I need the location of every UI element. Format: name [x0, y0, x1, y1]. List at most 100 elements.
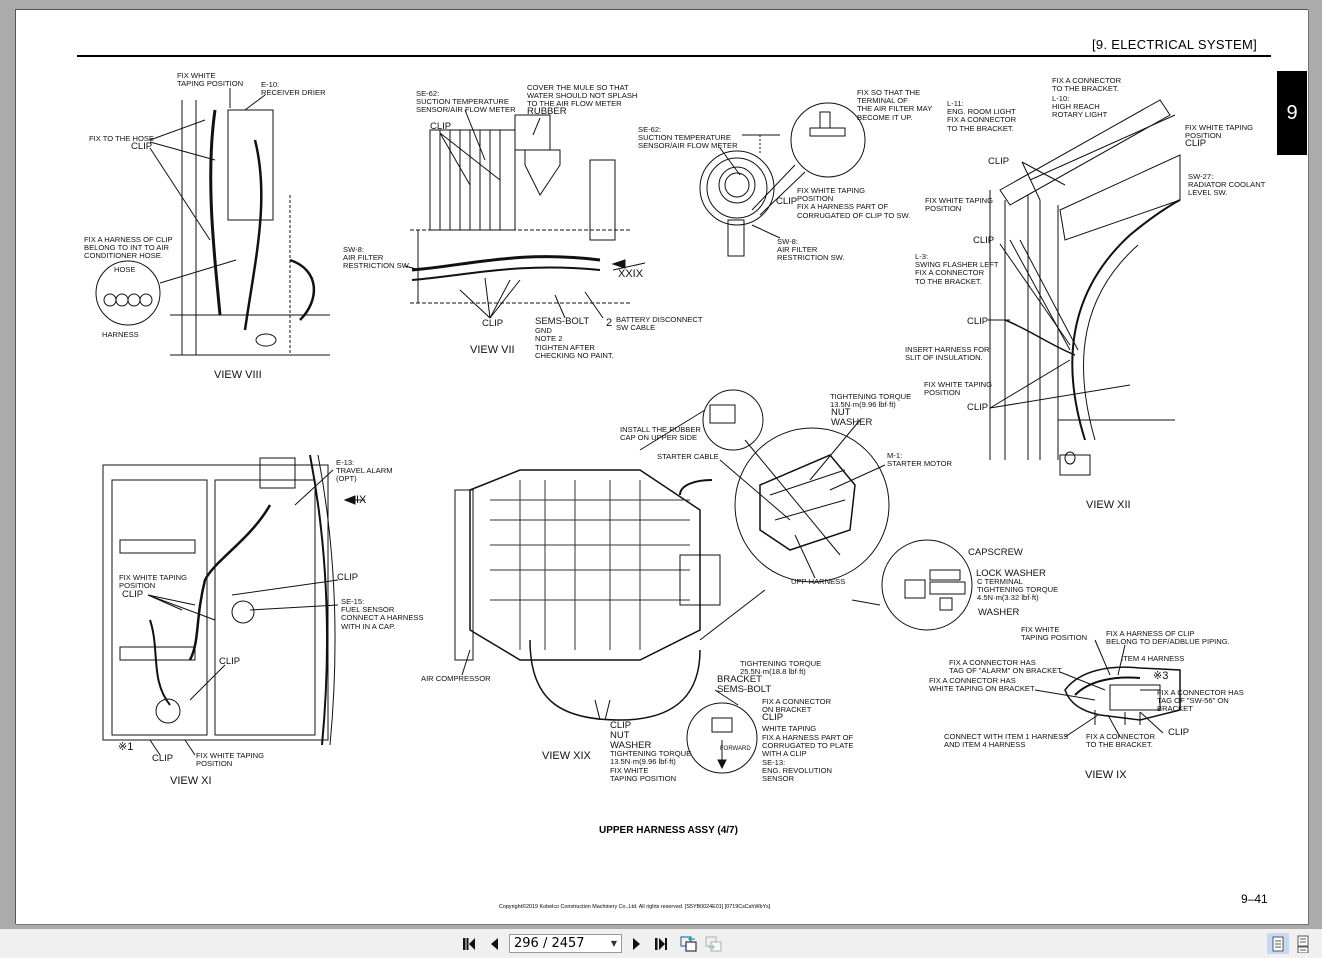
label-torque-bottom: TIGHTENING TORQUE 13.5N·m(9.96 lbf·ft) — [610, 749, 692, 767]
label-fix-white-taping-ix: FIX WHITE TAPING POSITION — [1021, 625, 1088, 643]
label-clip: CLIP — [131, 141, 153, 152]
label-clip-nut-washer: CLIP NUT WASHER — [610, 720, 652, 751]
chapter-tab: 9 — [1277, 71, 1307, 155]
label-clip-mid-xi: CLIP — [219, 656, 241, 667]
label-sems-bolt: SEMS-BOLT — [535, 316, 590, 327]
label-tighten-after: TIGHTEN AFTER CHECKING NO PAINT. — [535, 343, 614, 361]
label-fix-connector-bracket-ix: FIX A CONNECTOR TO THE BRACKET. — [1086, 732, 1156, 750]
view-xi-title: VIEW XI — [170, 775, 212, 787]
page-dropdown-icon[interactable]: ▼ — [610, 939, 617, 948]
last-page-icon — [655, 938, 667, 950]
label-air-compressor: AIR COMPRESSOR — [421, 674, 491, 683]
label-c-terminal: C TERMINAL TIGHTENING TORQUE 4.5N·m(3.32… — [977, 577, 1059, 603]
label-l10: L-10: HIGH REACH ROTARY LIGHT — [1052, 94, 1108, 120]
page-number-field[interactable]: 296 / 2457 ▼ — [509, 934, 622, 953]
view-viii-title: VIEW VIII — [214, 369, 262, 381]
label-washer: WASHER — [978, 607, 1020, 618]
view-xix-title: VIEW XIX — [542, 750, 591, 762]
label-torque-top: TIGHTENING TORQUE 13.5N·m(9.96 lbf·ft) — [830, 392, 912, 410]
label-clip-top: CLIP — [430, 121, 452, 132]
first-page-button[interactable] — [459, 933, 479, 955]
label-note-1: ※1 — [118, 741, 134, 753]
previous-view-button[interactable] — [679, 933, 699, 955]
label-sw56-tag: FIX A CONNECTOR HAS TAG OF "SW-56" ON BR… — [1157, 688, 1244, 714]
label-clip-3: CLIP — [967, 316, 989, 327]
next-page-button[interactable] — [627, 933, 647, 955]
label-upp-harness: UPP HARNESS — [791, 577, 846, 586]
label-clip-4: CLIP — [967, 402, 989, 413]
label-l3: L-3: SWING FLASHER LEFT FIX A CONNECTOR … — [915, 252, 999, 286]
continuous-mode-button[interactable] — [1292, 933, 1314, 954]
next-page-icon — [633, 938, 640, 950]
label-forward: FORWARD — [720, 746, 751, 752]
label-hose: HOSE — [114, 265, 136, 274]
label-clip-right-xi: CLIP — [337, 572, 359, 583]
section-header: [9. ELECTRICAL SYSTEM] — [1092, 37, 1258, 52]
label-note-3: ※3 — [1153, 670, 1169, 682]
label-capscrew: CAPSCREW — [968, 547, 1023, 558]
next-view-button[interactable] — [704, 933, 724, 955]
label-e10-receiver-drier: E-10: RECEIVER DRIER — [261, 80, 326, 98]
label-xxix: XXIX — [618, 268, 644, 280]
label-fix-to-hose: FIX TO THE HOSE — [89, 134, 154, 143]
label-fix-white-taping: FIX WHITE TAPING POSITION — [177, 71, 244, 89]
label-ix-arrow: IX — [356, 494, 367, 506]
label-se15: SE-15: FUEL SENSOR CONNECT A HARNESS WIT… — [341, 597, 424, 631]
label-fix-connector-bracket: FIX A CONNECTOR ON BRACKET — [762, 697, 832, 715]
label-starter-cable: STARTER CABLE — [657, 452, 719, 461]
label-clip-bottom-xi: CLIP — [152, 753, 174, 764]
label-torque-bracket: TIGHTENING TORQUE 25.5N·m(18.8 lbf·ft) — [740, 659, 822, 677]
label-install-rubber-cap: INSTALL THE RUBBER CAP ON UPPER SIDE — [620, 425, 701, 443]
previous-view-icon — [680, 936, 697, 952]
label-l11: L-11: ENG. ROOM LIGHT FIX A CONNECTOR TO… — [947, 99, 1017, 133]
header-rule — [77, 55, 1271, 57]
viewer-toolbar: 296 / 2457 ▼ — [0, 929, 1322, 958]
label-alarm-tag: FIX A CONNECTOR HAS TAG OF "ALARM" ON BR… — [949, 658, 1062, 676]
label-fix-white-taping-right: FIX WHITE TAPING POSITION — [1185, 123, 1254, 141]
previous-page-button[interactable] — [484, 933, 504, 955]
label-nut-washer-top: NUT WASHER — [831, 407, 873, 428]
last-page-button[interactable] — [651, 933, 671, 955]
page-number-value: 296 / 2457 — [514, 936, 585, 951]
figure-title: UPPER HARNESS ASSY (4/7) — [599, 825, 738, 836]
label-lock-washer: LOCK WASHER — [976, 568, 1046, 579]
label-harness: HARNESS — [102, 330, 139, 339]
label-fix-white-taping-low: FIX WHITE TAPING POSITION — [924, 380, 993, 398]
label-fix-harness-part: FIX A HARNESS PART OF CORRUGATED TO PLAT… — [762, 733, 854, 759]
label-m1-starter-motor: M-1: STARTER MOTOR — [887, 451, 952, 469]
label-white-taping-connector: FIX A CONNECTOR HAS WHITE TAPING ON BRAC… — [929, 676, 1035, 694]
label-fix-so-that: FIX SO THAT THE TERMINAL OF THE AIR FILT… — [857, 88, 933, 122]
view-xii-title: VIEW XII — [1086, 499, 1131, 511]
label-fix-white-taping-xix: FIX WHITE TAPING POSITION — [610, 766, 677, 784]
label-clip-right: CLIP — [1185, 138, 1207, 149]
label-item4-harness: ITEM 4 HARNESS — [1121, 654, 1185, 663]
view-ix-title: VIEW IX — [1085, 769, 1127, 781]
label-sw27: SW-27: RADIATOR COOLANT LEVEL SW. — [1188, 172, 1266, 198]
label-se13: SE-13: ENG. REVOLUTION SENSOR — [762, 758, 833, 784]
label-bracket-sems: BRACKET SEMS-BOLT — [717, 674, 772, 695]
label-fix-harness-def: FIX A HARNESS OF CLIP BELONG TO DEF/ADBL… — [1106, 629, 1230, 647]
label-se62: SE-62: SUCTION TEMPERATURE SENSOR/AIR FL… — [416, 89, 516, 115]
label-rubber: RUBBER — [527, 106, 567, 117]
label-clip-ix: CLIP — [1168, 727, 1190, 738]
label-connect-item: CONNECT WITH ITEM 1 HARNESS AND ITEM 4 H… — [944, 732, 1069, 750]
copyright-notice: Copyright©2019 Kobelco Construction Mach… — [499, 904, 771, 910]
label-gnd-note: GND NOTE 2 — [535, 326, 563, 344]
label-cover-mule: COVER THE MULE SO THAT WATER SHOULD NOT … — [527, 83, 638, 109]
next-view-icon — [705, 936, 722, 952]
label-fix-white-taping-xi: FIX WHITE TAPING POSITION — [119, 573, 188, 591]
label-se62-airfilter: SE-62: SUCTION TEMPERATURE SENSOR/AIR FL… — [638, 125, 738, 151]
label-sw8-airfilter: SW-8: AIR FILTER RESTRICTION SW. — [777, 237, 845, 263]
label-clip-bottom: CLIP — [482, 318, 504, 329]
label-clip-airfilter: CLIP — [776, 196, 798, 207]
label-fix-white-taping-airfilter: FIX WHITE TAPING POSITION FIX A HARNESS … — [797, 186, 911, 220]
single-page-mode-button[interactable] — [1267, 933, 1289, 954]
label-fix-connector-top: FIX A CONNECTOR TO THE BRACKET. — [1052, 76, 1122, 94]
label-clip-left-xi: CLIP — [122, 589, 144, 600]
label-clip-2: CLIP — [973, 235, 995, 246]
previous-page-icon — [491, 938, 498, 950]
label-clip-1: CLIP — [988, 156, 1010, 167]
label-insert-harness: INSERT HARNESS FOR SLIT OF INSULATION. — [905, 345, 990, 363]
label-battery-disconnect: BATTERY DISCONNECT SW CABLE — [616, 315, 703, 333]
page-number: 9–41 — [1241, 892, 1268, 906]
